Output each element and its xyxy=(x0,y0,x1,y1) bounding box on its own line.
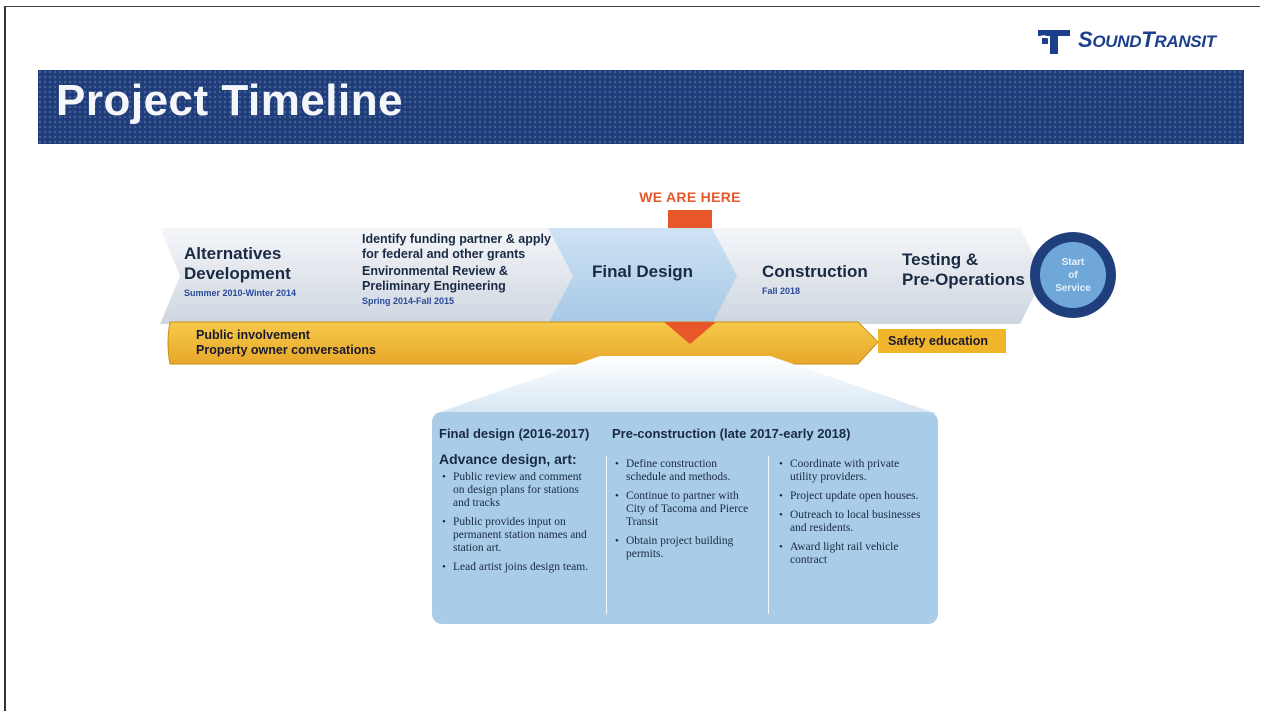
list-item: Define construction schedule and methods… xyxy=(615,458,760,484)
column-header: Pre-construction (late 2017-early 2018) xyxy=(612,426,851,441)
safety-education-box: Safety education xyxy=(878,329,1006,353)
engagement-line: Public involvement xyxy=(196,328,310,342)
advance-design-list: Public review and comment on design plan… xyxy=(439,471,593,574)
slide-frame xyxy=(4,6,1260,711)
sound-transit-logo-icon xyxy=(1037,30,1070,54)
list-item: Public provides input on permanent stati… xyxy=(442,516,593,555)
column-header: Final design (2016-2017) xyxy=(439,426,590,441)
we-are-here-arrow xyxy=(664,322,716,344)
phase-title: Pre-Operations xyxy=(902,270,1025,289)
phase-alternatives-development: Alternatives Development Summer 2010-Win… xyxy=(160,228,390,324)
phase-testing: Testing & Pre-Operations xyxy=(870,228,1044,324)
page-title: Project Timeline xyxy=(56,76,404,125)
detail-callout-fan xyxy=(434,356,938,414)
phase-dates: Spring 2014-Fall 2015 xyxy=(362,296,455,306)
phase-dates: Summer 2010-Winter 2014 xyxy=(184,288,296,298)
list-item: Public review and comment on design plan… xyxy=(442,471,593,510)
list-item: Obtain project building permits. xyxy=(615,535,760,561)
chevron-shape xyxy=(160,228,390,324)
chevron-shape xyxy=(712,228,908,324)
phase-title: Construction xyxy=(762,262,868,281)
list-item: Continue to partner with City of Tacoma … xyxy=(615,490,760,529)
phase-dates: Fall 2018 xyxy=(762,286,801,296)
list-item: Outreach to local businesses and residen… xyxy=(779,509,926,535)
column-divider xyxy=(606,456,607,614)
service-text: Service xyxy=(1055,282,1091,294)
list-item: Lead artist joins design team. xyxy=(442,561,593,574)
phase-title: Testing & xyxy=(902,250,979,269)
column-subheader: Advance design, art: xyxy=(439,451,577,467)
final-design-column: Final design (2016-2017) Advance design,… xyxy=(439,426,609,580)
detail-panel: Final design (2016-2017) Advance design,… xyxy=(432,412,938,624)
start-of-service-circle: Start of Service xyxy=(1030,232,1116,318)
engagement-line: Property owner conversations xyxy=(196,343,376,357)
column-divider xyxy=(768,456,769,614)
phase-text: Preliminary Engineering xyxy=(362,279,506,293)
chevron-shape xyxy=(548,228,744,324)
list-item: Award light rail vehicle contract xyxy=(779,541,926,567)
chevron-shape xyxy=(870,228,1044,324)
preconstruction-list-a: Define construction schedule and methods… xyxy=(612,454,762,567)
phase-title: Development xyxy=(184,264,291,283)
preconstruction-list-b: Coordinate with private utility provider… xyxy=(776,454,926,573)
we-are-here-label: WE ARE HERE xyxy=(639,189,741,205)
phase-text: Environmental Review & xyxy=(362,264,508,278)
title-banner: Project Timeline xyxy=(38,70,1244,144)
service-text: of xyxy=(1068,269,1078,281)
service-text: Start xyxy=(1061,256,1085,268)
list-item: Project update open houses. xyxy=(779,490,926,503)
preconstruction-column: Pre-construction (late 2017-early 2018) xyxy=(612,426,932,441)
phase-title: Alternatives xyxy=(184,244,282,263)
sound-transit-logo: SOUNDTRANSIT xyxy=(1036,20,1216,60)
phase-text: for federal and other grants xyxy=(362,247,526,261)
phase-title: Final Design xyxy=(592,262,694,281)
list-item: Coordinate with private utility provider… xyxy=(779,458,926,484)
engagement-text: Public involvement Property owner conver… xyxy=(196,328,376,358)
phase-text: Identify funding partner & apply xyxy=(362,232,551,246)
we-are-here-stem xyxy=(668,210,712,228)
phase-final-design: Final Design xyxy=(548,228,744,324)
phase-environmental-review: Identify funding partner & apply for fed… xyxy=(350,228,582,324)
phase-construction: Construction Fall 2018 xyxy=(712,228,908,324)
logo-wordmark: SOUNDTRANSIT xyxy=(1078,27,1216,52)
chevron-shape xyxy=(350,228,582,324)
